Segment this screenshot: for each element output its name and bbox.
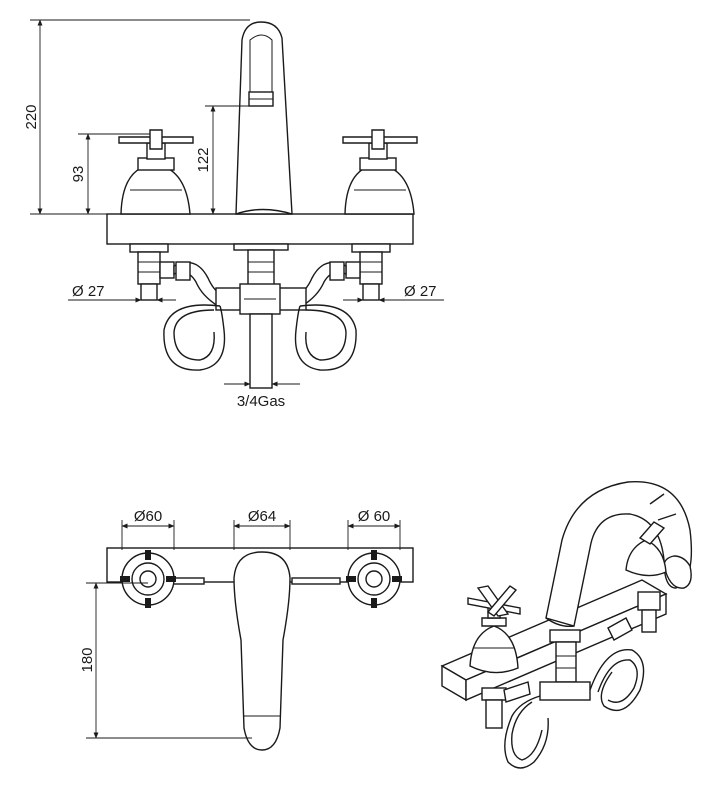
dim-dia-60-left: Ø60 (121, 508, 175, 550)
dim-180-label: 180 (79, 647, 96, 672)
top-view: Ø60 Ø64 Ø 60 180 (79, 508, 414, 751)
dim-dia-64-label: Ø64 (248, 508, 276, 525)
deck-plate (106, 213, 414, 245)
dim-dia-64: Ø64 (233, 508, 291, 550)
spout (235, 21, 293, 215)
left-hose (163, 304, 226, 371)
dim-dia-60-right: Ø 60 (347, 508, 401, 550)
top-left-rosette (120, 550, 176, 608)
dim-220: 220 (23, 19, 250, 215)
center-stem (215, 243, 307, 389)
dim-dia-27-left-label: Ø 27 (72, 283, 105, 300)
dim-122: 122 (195, 105, 262, 215)
right-stem (292, 243, 391, 307)
isometric-view (440, 481, 693, 769)
left-stem (129, 243, 228, 307)
right-hose (294, 304, 357, 371)
dim-connection: 3/4Gas (224, 381, 300, 410)
dim-dia-27-left: Ø 27 (68, 283, 176, 303)
dim-dia-60-right-label: Ø 60 (358, 508, 391, 525)
iso-front-handle (467, 585, 521, 729)
iso-spout (545, 481, 693, 627)
iso-center-stem (539, 629, 591, 701)
dim-dia-27-right-label: Ø 27 (404, 283, 437, 300)
iso-right-hose (589, 649, 645, 712)
top-right-rosette (346, 550, 402, 608)
iso-back-handle (625, 493, 677, 633)
dim-dia-27-right: Ø 27 (343, 283, 444, 303)
top-spout (233, 551, 291, 751)
dim-93-label: 93 (70, 166, 87, 183)
dim-dia-60-left-label: Ø60 (134, 508, 162, 525)
iso-left-hose (504, 695, 549, 769)
left-handle (118, 129, 194, 215)
dim-connection-label: 3/4Gas (237, 393, 285, 410)
dim-93: 93 (70, 133, 150, 215)
dim-122-label: 122 (195, 147, 212, 172)
dim-180: 180 (79, 582, 252, 739)
dim-220-label: 220 (23, 104, 40, 129)
right-handle (342, 129, 418, 215)
front-view: 220 93 122 Ø 27 Ø 27 (23, 19, 444, 410)
